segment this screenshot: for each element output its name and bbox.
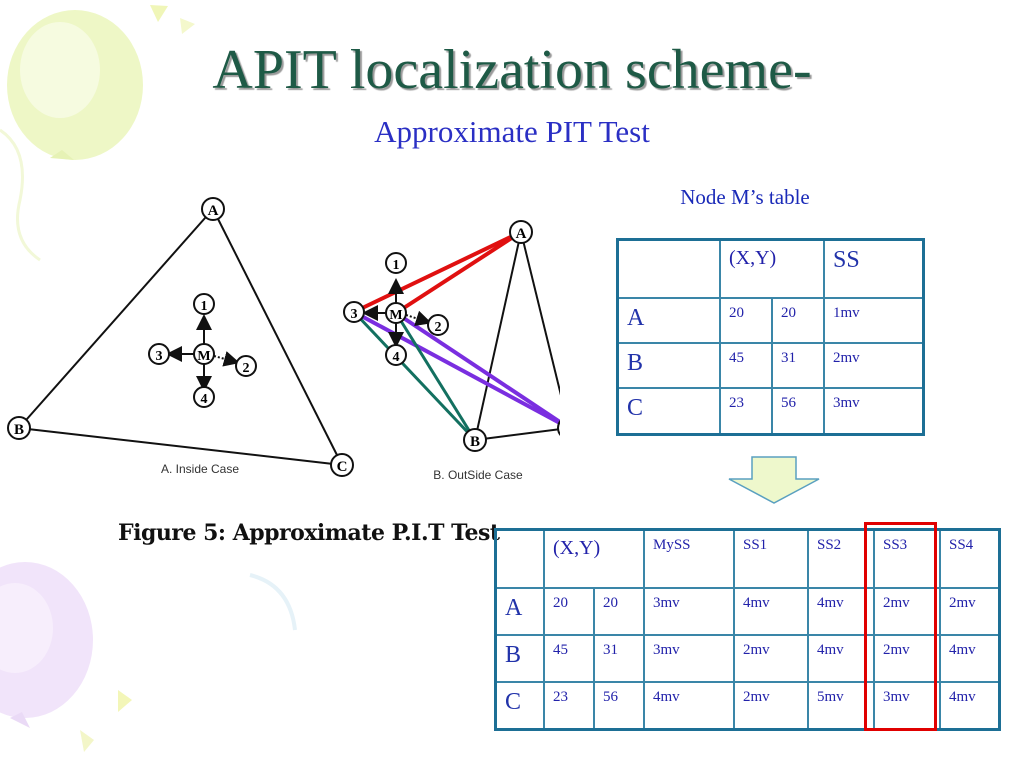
red-line-3-a: [354, 232, 521, 312]
outside-case-diagram: A B C M 1 2 3 4 B. OutSide Case: [344, 221, 560, 482]
cell-x: 45: [544, 635, 594, 682]
cell-y: 56: [594, 682, 644, 730]
cell-y: 20: [594, 588, 644, 635]
table-row: A 20 20 1mv: [618, 298, 924, 343]
svg-text:2: 2: [243, 361, 250, 376]
header-ss1: SS1: [734, 530, 808, 588]
outside-node-3: 3: [344, 302, 364, 322]
cell-ss: 1mv: [824, 298, 924, 343]
svg-text:1: 1: [393, 258, 400, 273]
svg-text:M: M: [389, 308, 402, 323]
header-blank: [618, 240, 721, 298]
edge-ab: [19, 209, 213, 428]
cell-ss1: 2mv: [734, 682, 808, 730]
cell-x: 23: [720, 388, 772, 434]
red-line-m-a: [396, 232, 521, 313]
cell-x: 23: [544, 682, 594, 730]
svg-text:3: 3: [156, 349, 163, 364]
node-m-table: (X,Y) SS A 20 20 1mv B 45 31 2mv C 23 56…: [616, 238, 925, 436]
header-xy: (X,Y): [544, 530, 644, 588]
node-a: A: [202, 198, 224, 220]
svg-text:4: 4: [393, 350, 400, 365]
svg-text:A: A: [208, 203, 219, 219]
row-name: C: [496, 682, 545, 730]
row-name: A: [496, 588, 545, 635]
cell-myss: 4mv: [644, 682, 734, 730]
header-blank: [496, 530, 545, 588]
svg-text:1: 1: [201, 299, 208, 314]
outside-node-a: A: [510, 221, 532, 243]
svg-text:C: C: [337, 459, 348, 475]
cell-y: 56: [772, 388, 824, 434]
table-row: C 23 56 3mv: [618, 388, 924, 434]
bottom-left-balloon: [0, 562, 93, 728]
slide-subtitle: Approximate PIT Test: [0, 116, 1024, 147]
slide-title: APIT localization scheme-: [0, 42, 1024, 98]
node-4: 4: [194, 387, 214, 407]
teal-line-3-b: [354, 312, 475, 440]
header-ss4: SS4: [940, 530, 1000, 588]
node-2: 2: [236, 356, 256, 376]
row-name: B: [618, 343, 721, 388]
cell-ss1: 4mv: [734, 588, 808, 635]
edge-ac: [213, 209, 342, 465]
cell-x: 20: [720, 298, 772, 343]
outside-node-m: M: [386, 303, 406, 323]
node-c: C: [331, 454, 353, 476]
table-header-row: (X,Y) SS: [618, 240, 924, 298]
svg-text:M: M: [197, 349, 210, 364]
inside-case-label: A. Inside Case: [161, 462, 239, 476]
apit-figure: A B C M 1 2 3 4 A. Inside Case A B C M 1…: [0, 190, 560, 500]
down-arrow-icon: [726, 455, 822, 505]
svg-text:B: B: [14, 422, 24, 438]
header-ss: SS: [824, 240, 924, 298]
row-name: C: [618, 388, 721, 434]
cell-ss: 2mv: [824, 343, 924, 388]
cell-y: 31: [594, 635, 644, 682]
svg-text:3: 3: [351, 307, 358, 322]
table-row: B 45 31 2mv: [618, 343, 924, 388]
node-table-caption: Node M’s table: [640, 185, 850, 210]
node-3: 3: [149, 344, 169, 364]
outside-node-2: 2: [428, 315, 448, 335]
cell-x: 45: [720, 343, 772, 388]
header-xy: (X,Y): [720, 240, 824, 298]
cell-myss: 3mv: [644, 588, 734, 635]
cell-myss: 3mv: [644, 635, 734, 682]
svg-text:4: 4: [201, 392, 208, 407]
cell-y: 20: [772, 298, 824, 343]
svg-text:2: 2: [435, 320, 442, 335]
inside-case-diagram: A B C M 1 2 3 4 A. Inside Case: [8, 198, 353, 476]
cell-ss4: 4mv: [940, 682, 1000, 730]
node-m: M: [194, 344, 214, 364]
outside-node-4: 4: [386, 345, 406, 365]
cell-y: 31: [772, 343, 824, 388]
svg-text:B: B: [470, 434, 480, 450]
figure-caption: Figure 5: Approximate P.I.T Test: [118, 520, 500, 546]
outside-case-label: B. OutSide Case: [433, 468, 523, 482]
cell-x: 20: [544, 588, 594, 635]
edge-bc: [19, 428, 342, 465]
cell-ss: 3mv: [824, 388, 924, 434]
cell-ss4: 4mv: [940, 635, 1000, 682]
svg-text:A: A: [516, 226, 527, 242]
cell-ss1: 2mv: [734, 635, 808, 682]
cell-ss4: 2mv: [940, 588, 1000, 635]
node-b: B: [8, 417, 30, 439]
row-name: A: [618, 298, 721, 343]
node-1: 1: [194, 294, 214, 314]
outside-node-1: 1: [386, 253, 406, 273]
ss3-highlight-box: [864, 522, 937, 731]
header-myss: MySS: [644, 530, 734, 588]
outside-node-b: B: [464, 429, 486, 451]
row-name: B: [496, 635, 545, 682]
